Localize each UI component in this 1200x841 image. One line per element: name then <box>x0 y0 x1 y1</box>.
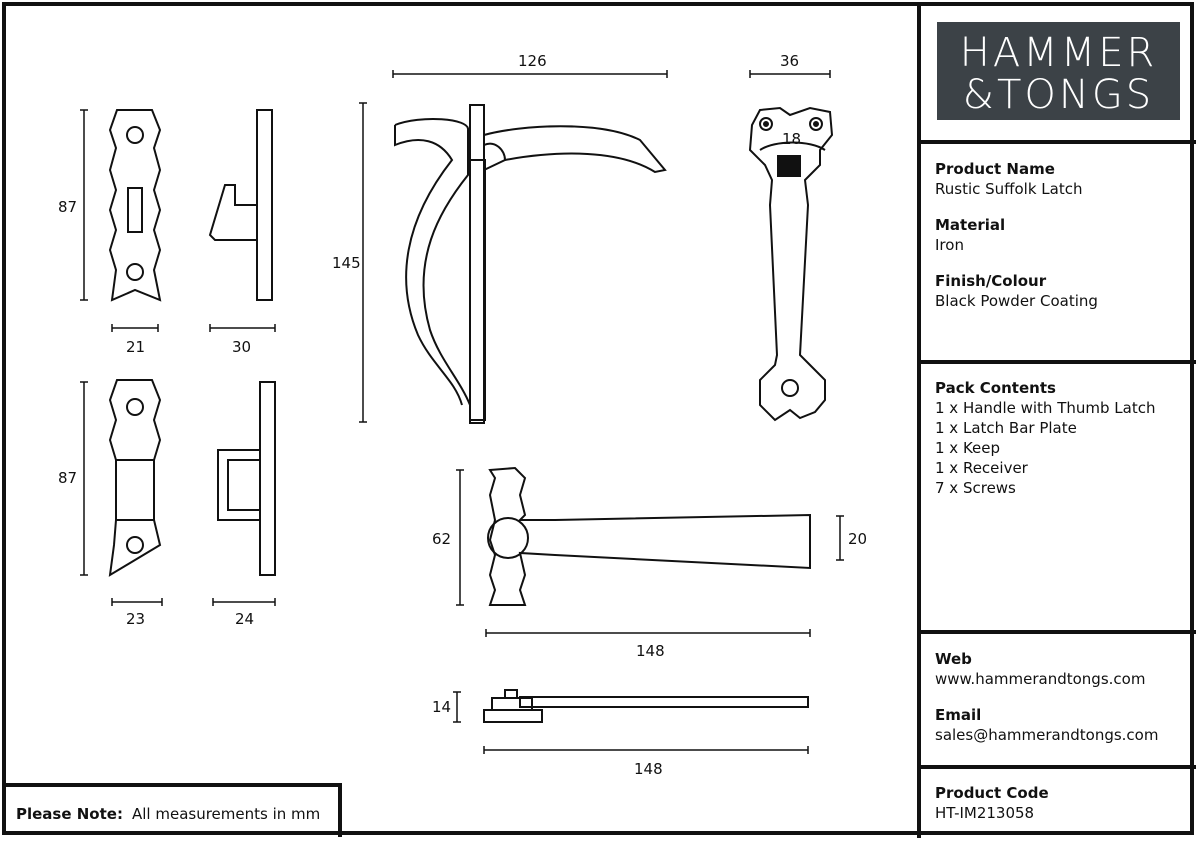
technical-drawing: 87 21 30 87 23 24 126 145 36 18 62 20 14… <box>58 52 867 778</box>
pack-contents: Pack Contents 1 x Handle with Thumb Latc… <box>935 379 1155 497</box>
divider <box>921 140 1196 144</box>
measurement-note: Please Note: All measurements in mm <box>2 783 342 837</box>
dim-thumb-width: 18 <box>782 130 801 148</box>
web-link[interactable]: www.hammerandtongs.com <box>935 670 1146 688</box>
keep-side-view <box>208 109 273 301</box>
divider <box>921 765 1196 769</box>
panel-divider <box>917 2 921 838</box>
dim-receiver-width: 23 <box>126 610 145 628</box>
pack-item: 1 x Latch Bar Plate <box>935 419 1077 437</box>
pack-item: 7 x Screws <box>935 479 1016 497</box>
dim-receiver-height: 87 <box>58 469 77 487</box>
product-name-label: Product Name <box>935 160 1055 178</box>
web-label: Web <box>935 650 972 668</box>
product-code-value: HT-IM213058 <box>935 804 1035 822</box>
email-label: Email <box>935 706 982 724</box>
latch-bar-top-view <box>487 466 811 606</box>
logo-line-1: HAMMER <box>959 30 1158 76</box>
finish-label: Finish/Colour <box>935 272 1047 290</box>
finish-value: Black Powder Coating <box>935 292 1098 310</box>
dim-bar-height: 62 <box>432 530 451 548</box>
dim-side-height: 14 <box>432 698 451 716</box>
dim-handle-length: 126 <box>518 52 547 70</box>
pack-contents-label: Pack Contents <box>935 379 1056 397</box>
pack-item: 1 x Keep <box>935 439 1001 457</box>
dim-keep-height: 87 <box>58 198 77 216</box>
divider <box>921 630 1196 634</box>
brand-logo: HAMMER &TONGS <box>937 22 1180 120</box>
handle-side-view <box>394 104 667 424</box>
divider <box>921 360 1196 364</box>
dim-bar-length: 148 <box>636 642 665 660</box>
handle-front-view <box>748 106 834 422</box>
note-text: All measurements in mm <box>132 805 321 823</box>
dim-side-length: 148 <box>634 760 663 778</box>
material-value: Iron <box>935 236 964 254</box>
receiver-front-view <box>108 379 162 577</box>
latch-bar-side-view <box>483 689 809 723</box>
product-code: Product Code HT-IM213058 <box>935 784 1049 822</box>
dim-handle-height: 145 <box>332 254 361 272</box>
contact-info: Web www.hammerandtongs.com Email sales@h… <box>935 650 1158 744</box>
product-code-label: Product Code <box>935 784 1049 802</box>
email-link[interactable]: sales@hammerandtongs.com <box>935 726 1159 744</box>
dim-front-width: 36 <box>780 52 799 70</box>
dim-keep-depth: 30 <box>232 338 251 356</box>
dim-keep-width: 21 <box>126 338 145 356</box>
pack-item: 1 x Handle with Thumb Latch <box>935 399 1156 417</box>
logo-line-2: &TONGS <box>962 72 1155 118</box>
product-info: Product Name Rustic Suffolk Latch Materi… <box>935 160 1098 310</box>
note-label: Please Note: <box>16 805 123 823</box>
keep-front-view <box>108 109 162 302</box>
product-name: Rustic Suffolk Latch <box>935 180 1083 198</box>
receiver-side-view <box>217 381 276 576</box>
dim-receiver-depth: 24 <box>235 610 254 628</box>
dim-bar-end: 20 <box>848 530 867 548</box>
pack-item: 1 x Receiver <box>935 459 1028 477</box>
material-label: Material <box>935 216 1006 234</box>
